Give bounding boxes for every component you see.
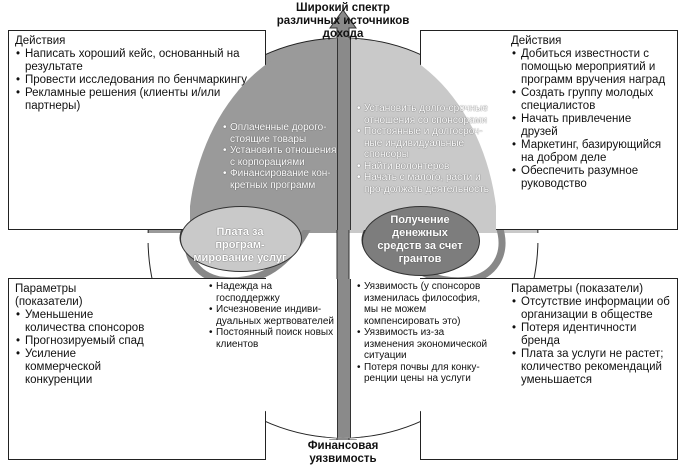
oval-right xyxy=(362,206,480,276)
list-item: Финансирование кон-кретных программ xyxy=(223,168,337,191)
list-item: Провести исследования по бенчмаркингу xyxy=(16,74,259,87)
list-item: Оплаченные дорого-стоящие товары xyxy=(223,122,337,145)
box-title: Параметры (показатели) xyxy=(15,283,83,308)
list-item: Постоянные и долгосроч-ные индивидуальны… xyxy=(357,126,496,161)
inner-bottom-right: Уязвимость (у спонсоров изменилась филос… xyxy=(356,281,496,385)
box-title: Действия xyxy=(15,35,66,47)
oval-left xyxy=(180,206,302,272)
box-title: Действия xyxy=(511,35,562,47)
list-item: Добиться известности с помощью мероприят… xyxy=(512,48,671,87)
list-item: Рекламные решения (клиенты и/или партнер… xyxy=(16,87,259,113)
oval-right-label: Получение денежных средств за счет грант… xyxy=(377,214,463,265)
inner-top-left: Оплаченные дорого-стоящие товарыУстанови… xyxy=(222,122,337,191)
list-item: Создать группу молодых специалистов xyxy=(512,87,671,113)
list-item: Исчезновение индиви-дуальных жертвовател… xyxy=(209,304,338,327)
list-item: Обеспечить разумное руководство xyxy=(512,165,671,191)
inner-top-right: Установить долго-срочные отношения со сп… xyxy=(356,103,496,195)
list-item: Потеря почвы для конку-ренции цены на ус… xyxy=(357,362,496,385)
list-item: Начать с малого, расти и про-должать дея… xyxy=(357,172,496,195)
oval-left-label: Плата за програм-мирование услуг xyxy=(193,226,287,264)
list-item: Написать хороший кейс, основанный на рез… xyxy=(16,48,259,74)
list-item: Найти волонтеров xyxy=(357,161,496,173)
list-item: Уменьшение количества спонсоров xyxy=(16,309,145,335)
list-item: Уязвимость из-за изменения экономической… xyxy=(357,327,496,362)
list-item: Усиление коммерческой конкуренции xyxy=(16,348,145,387)
list-item: Плата за услуги не растет; количество ре… xyxy=(512,348,671,387)
box-title: Параметры (показатели) xyxy=(511,283,644,295)
list-item: Потеря идентичности бренда xyxy=(512,322,671,348)
list-item: Маркетинг, базирующийся на добром деле xyxy=(512,139,671,165)
list-item: Отсутствие информации об организации в о… xyxy=(512,296,671,322)
axis-top-label: Широкий спектр различных источников дохо… xyxy=(276,2,410,40)
list-item: Уязвимость (у спонсоров изменилась филос… xyxy=(357,281,496,327)
axis-bottom-label: Финансовая уязвимость xyxy=(280,440,406,466)
list-item: Установить отношения с корпорациями xyxy=(223,145,337,168)
list-item: Начать привлечение друзей xyxy=(512,113,671,139)
inner-bottom-left: Надежда на господдержкуИсчезновение инди… xyxy=(208,281,338,350)
list-item: Прогнозируемый спад xyxy=(16,335,145,348)
list-item: Установить долго-срочные отношения со сп… xyxy=(357,103,496,126)
list-item: Постоянный поиск новых клиентов xyxy=(209,327,338,350)
list-item: Надежда на господдержку xyxy=(209,281,338,304)
